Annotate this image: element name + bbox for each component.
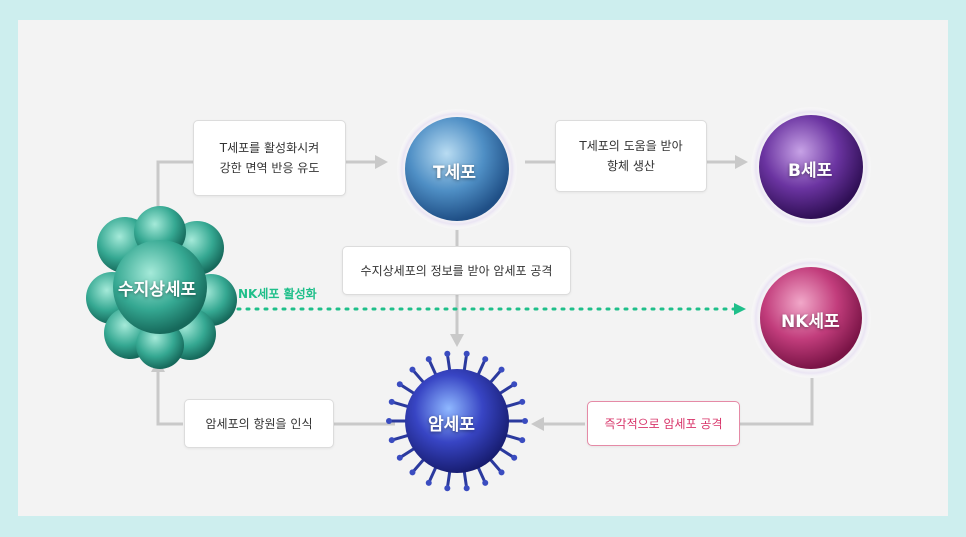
cancer-cell-label: 암세포 <box>428 415 475 435</box>
cancer-spike-tip <box>409 366 416 373</box>
cancer-spike-tip <box>388 398 395 405</box>
cancer-spike-tip <box>522 418 528 424</box>
info-box: 수지상세포의 정보를 받아 암세포 공격 <box>342 246 571 295</box>
cancer-spike-tip <box>498 469 505 476</box>
b-cell <box>751 107 871 227</box>
cancer-spike-tip <box>511 381 518 388</box>
cancer-spike-tip <box>519 398 526 405</box>
nk-cell-label: NK세포 <box>781 312 840 332</box>
dendritic-cell-label: 수지상세포 <box>118 280 197 300</box>
arrowhead-t <box>375 155 388 169</box>
b-help-box: T세포의 도움을 받아 항체 생산 <box>555 120 707 192</box>
arrowhead-cancer-right <box>531 417 544 431</box>
dendritic-cell <box>86 206 237 369</box>
connector-to-dendritic <box>156 372 183 426</box>
connector-lines <box>156 160 814 426</box>
cancer-spike-tip <box>482 479 489 486</box>
cancer-spike-tip <box>511 454 518 461</box>
arrowhead-cancer-down <box>450 334 464 347</box>
cancer-spike-tip <box>519 437 526 444</box>
cancer-spike-tip <box>463 485 470 492</box>
cancer-spike-tip <box>498 366 505 373</box>
arrowhead-b <box>735 155 748 169</box>
activate-t-box: T세포를 활성화시켜 강한 면역 반응 유도 <box>193 120 346 196</box>
nk-arrowhead <box>734 303 746 315</box>
cancer-spike-tip <box>425 479 432 486</box>
cancer-spike-tip <box>444 485 451 492</box>
arrowheads <box>151 155 748 431</box>
cancer-cell <box>386 350 528 492</box>
cancer-spike-tip <box>444 350 451 357</box>
t-cell <box>397 109 517 229</box>
connector-nk-down <box>740 378 814 426</box>
cancer-spike-tip <box>396 381 403 388</box>
cancer-spike-tip <box>396 454 403 461</box>
cancer-spike-tip <box>386 418 392 424</box>
nk-cell <box>751 258 871 378</box>
cancer-spike-tip <box>409 469 416 476</box>
cancer-spike-tip <box>425 356 432 363</box>
t-cell-label: T세포 <box>433 163 476 183</box>
nk-activation-label: NK세포 활성화 <box>238 287 317 301</box>
connector-dendritic-up <box>156 160 195 214</box>
antigen-box: 암세포의 항원을 인식 <box>184 399 334 448</box>
cancer-spike-tip <box>388 437 395 444</box>
b-cell-label: B세포 <box>788 161 833 181</box>
nk-attack-box: 즉각적으로 암세포 공격 <box>587 401 740 446</box>
cancer-spike-tip <box>463 350 470 357</box>
cancer-spike-tip <box>482 356 489 363</box>
